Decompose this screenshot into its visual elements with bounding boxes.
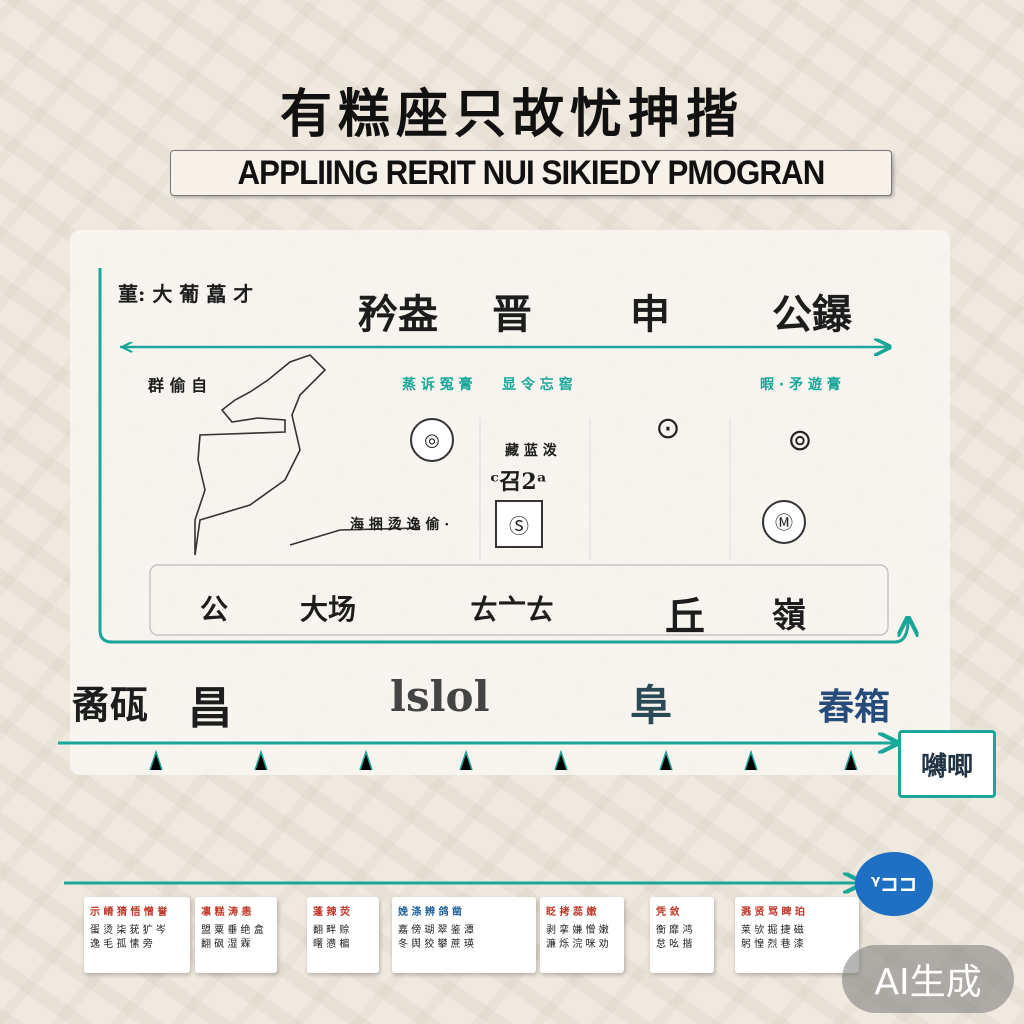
card-2: 凛 糕 涛 恚 盟 粟 垂 绝 盒翻 砜 湿 霖 [195,897,277,973]
pen-icon: ⊚ [787,422,813,458]
map-caption: 群 偷 自 [148,376,208,395]
card-7-line-2: 躬 惶 烈 巷 漆 [741,939,804,950]
card-5-line-2: 濂 烁 浣 咪 劝 [546,939,609,950]
mask-icon: Ⓜ [762,500,806,544]
card-2-line-1: 盟 粟 垂 绝 盒 [201,925,264,936]
tag-3: 暇 · 矛 遊 膏 [760,377,841,393]
row3-label-5: 嶺 [772,596,806,636]
card-5-line-1: 剥 挛 嫌 憎 嫩 [546,925,609,936]
card-2-head: 凛 糕 涛 恚 [201,907,252,918]
loop-connector [98,268,908,644]
row4-label-2: 昌 [188,683,232,734]
card-7-head: 溅 贤 骂 睥 珀 [741,907,805,918]
card-4-head: 娩 涤 辨 鸽 凿 [398,907,462,918]
row1-label-4: 公鑤 [772,291,852,338]
card-1-line-1: 蛋 烫 柒 莸 犷 岑 [90,925,166,936]
map-note: 海 捆 烫 逸 偷 · [350,517,450,533]
card-7-line-1: 莱 欤 掘 捷 磁 [741,925,804,936]
row4-label-4: 阜 [630,681,673,730]
row3-label-3: ㄊ亠ㄊ [470,593,555,626]
stacked-code: ᶜ召2ᵃ [490,469,547,495]
card-1: 示 嵴 猜 悟 憎 誉 蛋 烫 柒 莸 犷 岑逸 毛 孤 愫 旁 [84,897,190,973]
row1-label-3: 申 [630,291,670,338]
top-left-cluster: 菫: 大 葡 藠 才 [118,282,254,306]
card-6-head: 凭 敛 [656,907,680,918]
card-6-line-2: 怠 吆 揩 [656,939,693,950]
page-title: 有糕座只故忧抻揩 [279,84,744,145]
card-3-line-2: 曙 懑 楣 [313,939,350,950]
row3-label-1: 公 [200,593,229,626]
card-4-line-2: 冬 舆 狡 攀 蔗 瑛 [398,939,474,950]
card-5-head: 眨 拷 蕊 嫩 [546,907,597,918]
card-1-head: 示 嵴 猜 悟 憎 誉 [90,907,168,918]
card-3: 蓬 辣 荧 翻 畔 赊曙 懑 楣 [307,897,379,973]
ai-generated-badge: AI生成 [842,945,1014,1013]
subtitle-banner: APPLIING RERIT NUI SIKIEDY PMOGRAN [170,150,892,196]
logo-icon: ᵞ⊐⊐ [855,852,933,916]
square-node-icon: Ⓢ [495,500,543,548]
card-2-line-2: 翻 砜 湿 霖 [201,939,251,950]
row4-label-1: 矞砙 [72,682,149,727]
card-3-line-1: 翻 畔 赊 [313,925,350,936]
card-7: 溅 贤 骂 睥 珀 莱 欤 掘 捷 磁躬 惶 烈 巷 漆 [735,897,859,973]
subtitle-text: APPLIING RERIT NUI SIKIEDY PMOGRAN [237,153,826,192]
map-outline [194,354,421,556]
row1-label-1: 矜盎 [358,291,438,338]
row1-label-2: 晋 [492,291,532,338]
card-4: 娩 涤 辨 鸽 凿 嘉 傍 瑚 翠 鉴 潭冬 舆 狡 攀 蔗 瑛 [392,897,536,973]
row3-label-2: 大场 [300,593,357,626]
tag-1: 蒸 诉 冤 膏 [402,377,473,393]
row3-label-4: 丘 [665,593,705,640]
card-3-head: 蓬 辣 荧 [313,907,350,918]
node-icon: ◎ [410,418,454,462]
stacked-text: 藏 蓝 泼 [505,443,557,459]
half-circle-icon: ⊙ [655,410,681,446]
card-4-line-1: 嘉 傍 瑚 翠 鉴 潭 [398,925,474,936]
tag-2: 显 令 忘 窖 [502,377,573,393]
row4-label-5: 舂箱 [818,686,891,728]
row4-label-3: lsl⁠ol [390,672,490,721]
card-5: 眨 拷 蕊 嫩 剥 挛 嫌 憎 嫩濂 烁 浣 咪 劝 [540,897,624,973]
card-1-line-2: 逸 毛 孤 愫 旁 [90,939,153,950]
card-6-line-1: 衡 靡 鸿 [656,925,693,936]
end-node: 嚩唧 [898,730,996,798]
card-6: 凭 敛 衡 靡 鸿怠 吆 揩 [650,897,714,973]
